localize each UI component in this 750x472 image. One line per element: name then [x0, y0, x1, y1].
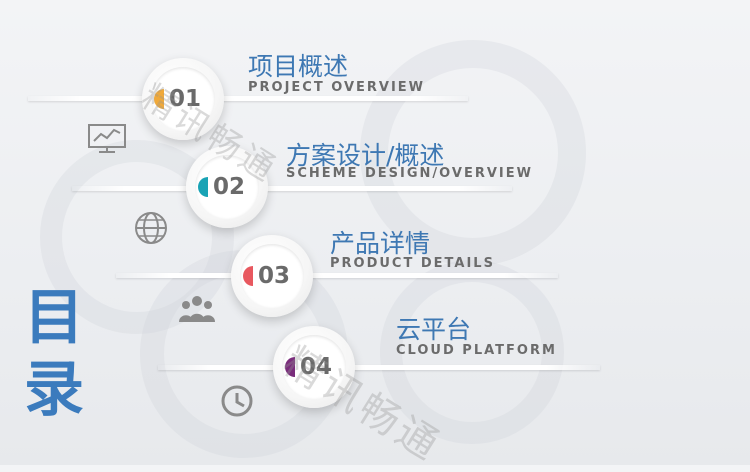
item-1-line [28, 96, 468, 101]
people-icon [179, 296, 215, 322]
item-2-accent-icon [198, 177, 208, 197]
item-4-subtitle: CLOUD PLATFORM [396, 343, 557, 358]
item-3-title: 产品详情 [330, 229, 431, 258]
item-4-line [158, 365, 600, 370]
item-2-line [72, 186, 512, 191]
item-2-number: 02 [213, 174, 246, 200]
item-2-subtitle: SCHEME DESIGN/OVERVIEW [286, 166, 533, 181]
globe-icon [135, 212, 167, 244]
item-3-line [116, 273, 558, 278]
item-3-accent-icon [243, 266, 253, 286]
item-2-badge: 02 [186, 146, 268, 228]
item-1-title: 项目概述 [248, 52, 349, 81]
item-4-accent-icon [285, 357, 295, 377]
clock-icon [221, 385, 253, 417]
item-3-badge: 03 [231, 235, 313, 317]
item-4-number: 04 [300, 354, 333, 380]
item-3-number: 03 [258, 263, 291, 289]
item-4-title: 云平台 [396, 315, 472, 344]
item-1-badge: 01 [142, 58, 224, 140]
item-1-number: 01 [169, 86, 202, 112]
item-2-title: 方案设计/概述 [286, 141, 445, 170]
page-heading: 目录 [24, 283, 84, 425]
item-1-accent-icon [154, 89, 164, 109]
item-1-subtitle: PROJECT OVERVIEW [248, 80, 426, 95]
item-4-badge: 04 [273, 326, 355, 408]
item-3-subtitle: PRODUCT DETAILS [330, 256, 495, 271]
chart-monitor-icon [88, 124, 126, 153]
